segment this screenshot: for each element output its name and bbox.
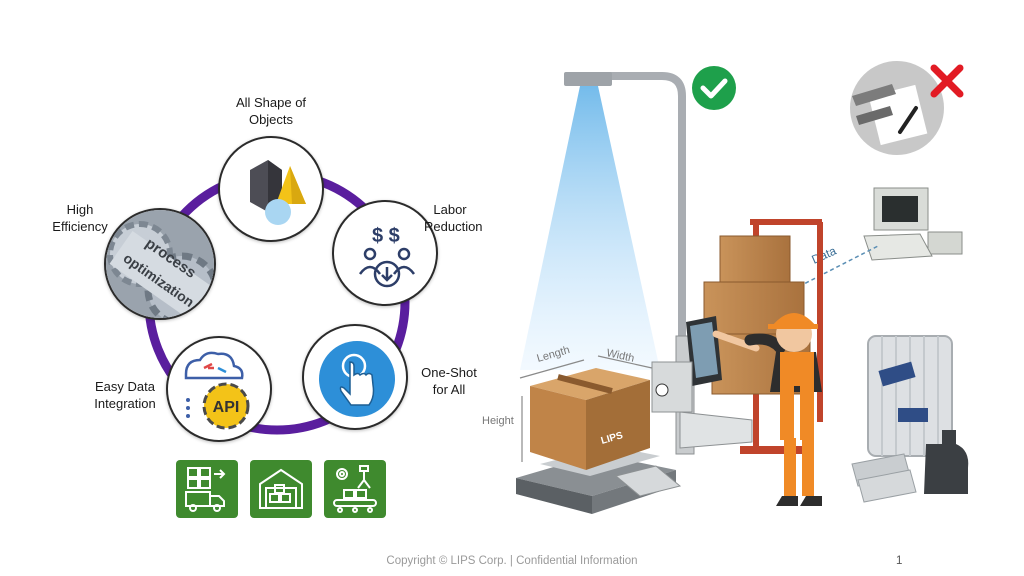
feature-circle-oneshot — [302, 324, 408, 430]
computer-icon — [863, 187, 963, 261]
feature-label-efficiency: High Efficiency — [52, 202, 108, 234]
robot-arm-conveyor-icon — [333, 465, 377, 513]
feature-label-shapes: All Shape of Objects — [235, 95, 307, 127]
warehouse-icon — [259, 468, 303, 509]
width-dim-line — [597, 355, 653, 369]
manual-measure-icon — [850, 61, 944, 155]
tile-logistics-truck — [176, 460, 238, 518]
dollar-text: $ $ — [372, 225, 400, 247]
feature-label-oneshot: One-Shot for All — [421, 365, 477, 397]
sensor-pole — [592, 72, 686, 441]
sensor-beam — [520, 86, 660, 370]
people-down-icon: $ $ — [358, 225, 416, 288]
tile-warehouse — [250, 460, 312, 518]
cardboard-box: LIPS — [530, 368, 650, 470]
length-dim-line — [519, 359, 585, 379]
footer-copyright: Copyright © LIPS Corp. | Confidential In… — [386, 555, 638, 567]
truck-boxes-icon — [185, 467, 226, 512]
feature-circle-integration: API — [166, 336, 272, 442]
various-objects — [851, 335, 969, 503]
api-text: API — [213, 399, 240, 416]
tile-robot-arm — [324, 460, 386, 518]
feature-label-integration: Easy Data Integration — [94, 379, 156, 411]
feature-wheel: All Shape of Objects $ $ Labor Reduction… — [0, 0, 483, 560]
width-label: Width — [605, 347, 635, 365]
scale-platform — [516, 446, 682, 514]
feature-circle-efficiency: process optimization — [104, 208, 216, 320]
dimensioning-scene: Data — [480, 0, 1024, 560]
worker-figure — [712, 313, 822, 506]
shapes-icon — [250, 160, 306, 225]
data-label: Data — [810, 244, 839, 267]
feature-circle-labor: $ $ — [332, 200, 438, 306]
touch-icon — [319, 341, 395, 417]
gear-icon: process optimization — [106, 210, 214, 318]
feature-label-labor: Labor Reduction — [424, 202, 483, 234]
cross-icon — [930, 64, 964, 98]
feature-circle-shapes — [218, 136, 324, 242]
scene-illustration: Data — [482, 61, 969, 514]
check-icon — [692, 66, 736, 110]
page-number: 1 — [896, 555, 903, 567]
api-gear-icon: API — [184, 351, 250, 430]
height-label: Height — [482, 415, 514, 427]
sensor-head — [564, 72, 612, 86]
